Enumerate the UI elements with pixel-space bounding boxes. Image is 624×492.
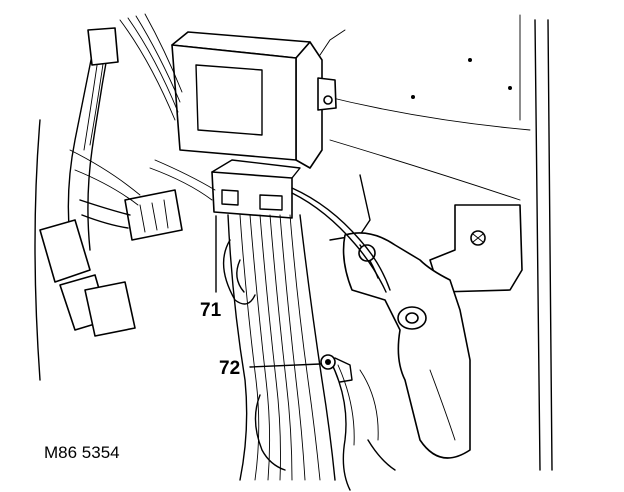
figure-reference: M86 5354 [44, 443, 120, 462]
leader-lines [215, 215, 321, 368]
control-module [171, 31, 337, 169]
sensor-cable [291, 187, 391, 293]
hinge-bracket [342, 232, 471, 459]
earth-bolt [320, 354, 353, 383]
lower-harness [254, 359, 396, 491]
left-harness [34, 27, 183, 381]
callout-72: 72 [219, 358, 240, 379]
upper-harness [119, 13, 216, 201]
body-panel [319, 14, 553, 471]
callout-71: 71 [200, 300, 222, 321]
main-harness [222, 214, 336, 481]
mounting-bracket [429, 204, 523, 293]
module-connector [211, 159, 301, 219]
